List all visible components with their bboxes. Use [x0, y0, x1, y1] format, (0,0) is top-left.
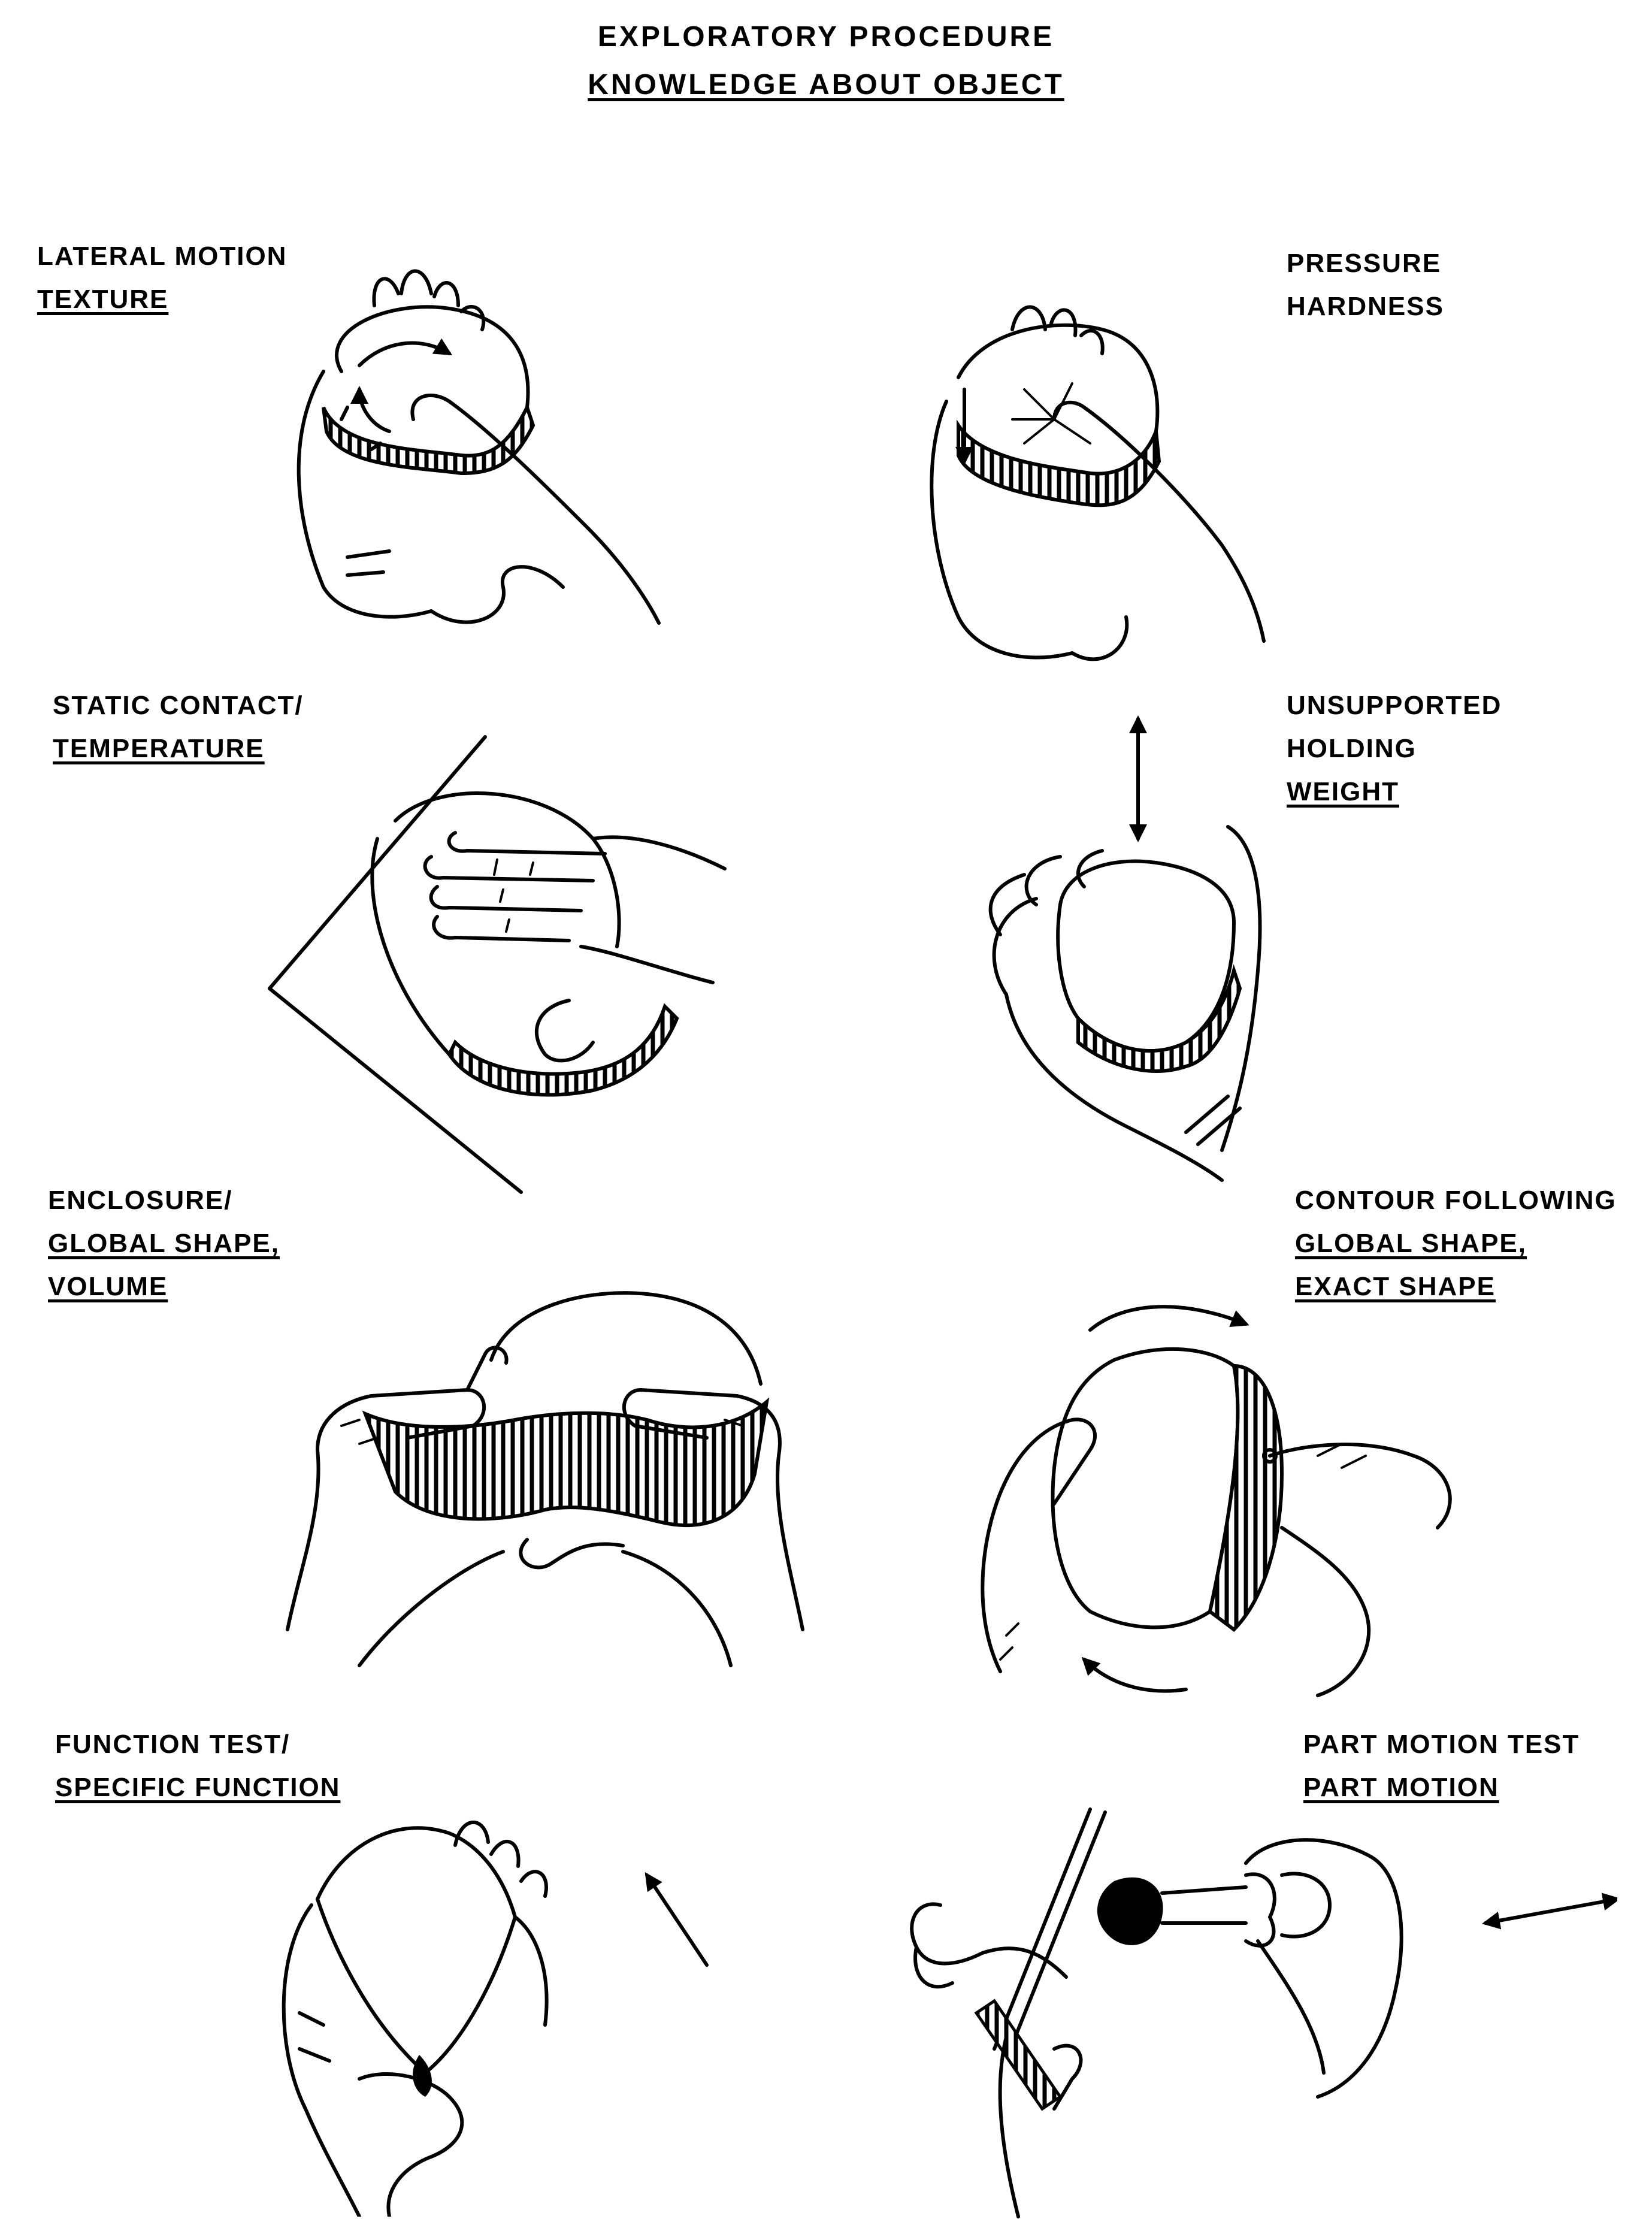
- label-unsupported-holding: UNSUPPORTED HOLDING WEIGHT: [1287, 684, 1502, 814]
- procedure-name-line1: UNSUPPORTED: [1287, 684, 1502, 727]
- illustration-pressure: [875, 282, 1366, 671]
- knowledge-weight: WEIGHT: [1287, 770, 1502, 814]
- label-lateral-motion: LATERAL MOTION TEXTURE: [37, 235, 287, 321]
- illustration-contour-following: [946, 1276, 1545, 1707]
- illustration-static-contact: [258, 719, 797, 1198]
- knowledge-global-shape: GLOBAL SHAPE,: [1295, 1222, 1617, 1265]
- label-part-motion-test: PART MOTION TEST PART MOTION: [1303, 1723, 1580, 1809]
- procedure-name: PART MOTION TEST: [1303, 1723, 1580, 1766]
- illustration-lateral-motion: [252, 252, 743, 635]
- procedure-name: LATERAL MOTION: [37, 235, 287, 278]
- title-line-knowledge: KNOWLEDGE ABOUT OBJECT: [0, 61, 1652, 109]
- knowledge-texture: TEXTURE: [37, 278, 287, 321]
- illustration-unsupported-holding: [958, 707, 1318, 1186]
- label-enclosure: ENCLOSURE/ GLOBAL SHAPE, VOLUME: [48, 1179, 280, 1308]
- title-line-procedure: EXPLORATORY PROCEDURE: [0, 13, 1652, 61]
- illustration-enclosure: [252, 1282, 839, 1677]
- procedure-name: FUNCTION TEST/: [55, 1723, 340, 1766]
- knowledge-global-shape: GLOBAL SHAPE,: [48, 1222, 280, 1265]
- illustration-part-motion-test: [898, 1797, 1617, 2229]
- procedure-name-line2: HOLDING: [1287, 727, 1502, 770]
- procedure-name: ENCLOSURE/: [48, 1179, 280, 1222]
- procedure-name: CONTOUR FOLLOWING: [1295, 1179, 1617, 1222]
- label-function-test: FUNCTION TEST/ SPECIFIC FUNCTION: [55, 1723, 340, 1809]
- figure-title: EXPLORATORY PROCEDURE KNOWLEDGE ABOUT OB…: [0, 13, 1652, 109]
- knowledge-volume: VOLUME: [48, 1265, 280, 1308]
- illustration-function-test: [252, 1797, 743, 2217]
- procedure-name: PRESSURE: [1287, 242, 1444, 285]
